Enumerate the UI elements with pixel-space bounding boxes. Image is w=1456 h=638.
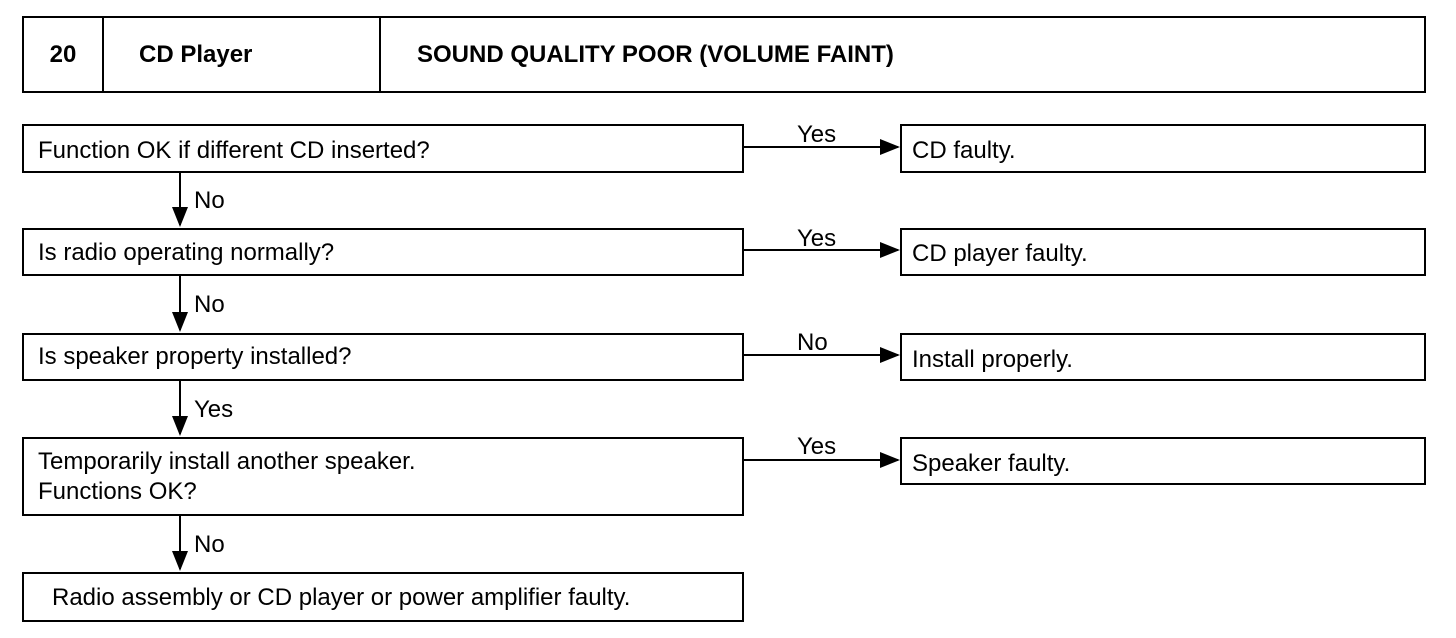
final-result-text: Radio assembly or CD player or power amp…	[52, 584, 631, 611]
symptom-title: SOUND QUALITY POOR (VOLUME FAINT)	[417, 40, 894, 68]
result-text-2: CD player faulty.	[912, 240, 1088, 267]
branch-label-1: Yes	[797, 121, 837, 148]
question-text-4-line-2: Functions OK?	[38, 478, 197, 505]
down-label-1: No	[194, 187, 225, 214]
result-box-4: Speaker faulty.	[900, 437, 1426, 485]
question-box-1: Function OK if different CD inserted?	[22, 124, 744, 173]
down-label-4: No	[194, 531, 225, 558]
down-label-3: Yes	[194, 396, 234, 423]
chart-number: 20	[24, 18, 104, 91]
header-table: 20 CD Player SOUND QUALITY POOR (VOLUME …	[22, 16, 1426, 93]
question-text-4-line-1: Temporarily install another speaker.	[38, 448, 416, 475]
branch-label-4: Yes	[797, 433, 837, 460]
branch-label-3: No	[797, 329, 828, 356]
result-box-3: Install properly.	[900, 333, 1426, 381]
result-text-3: Install properly.	[912, 346, 1073, 373]
question-box-2: Is radio operating normally?	[22, 228, 744, 276]
system-name: CD Player	[104, 18, 381, 91]
result-box-2: CD player faulty.	[900, 228, 1426, 276]
result-text-4: Speaker faulty.	[912, 450, 1071, 477]
question-box-3: Is speaker property installed?	[22, 333, 744, 381]
branch-label-2: Yes	[797, 225, 837, 252]
down-label-2: No	[194, 291, 225, 318]
result-text-1: CD faulty.	[912, 137, 1016, 164]
result-box-1: CD faulty.	[900, 124, 1426, 173]
question-text-1: Function OK if different CD inserted?	[38, 137, 430, 164]
question-text-3: Is speaker property installed?	[38, 343, 352, 370]
question-box-4: Temporarily install another speaker. Fun…	[22, 437, 744, 516]
final-result-box: Radio assembly or CD player or power amp…	[22, 572, 744, 622]
question-text-2: Is radio operating normally?	[38, 239, 335, 266]
